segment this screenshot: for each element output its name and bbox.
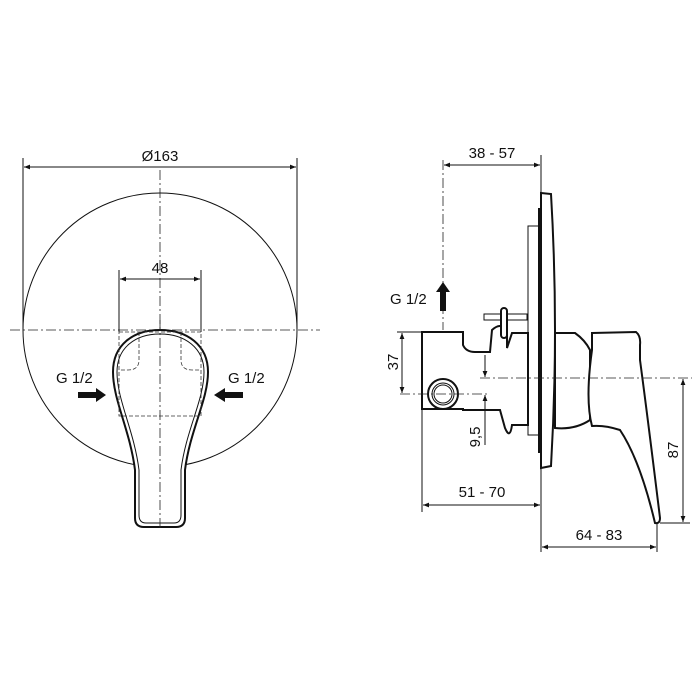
inlet-pipe-bore	[433, 384, 453, 404]
lever-profile	[587, 330, 662, 525]
diameter-label: Ø163	[142, 148, 179, 165]
depth-body-label: 51 - 70	[459, 484, 506, 501]
bolt-nut	[500, 307, 508, 339]
projection-label: 64 - 83	[576, 527, 623, 544]
escutcheon-body	[554, 332, 591, 430]
inlet-left-arrow-icon	[78, 388, 106, 402]
hidden-contour	[119, 332, 140, 371]
depth-top-label: 38 - 57	[469, 145, 516, 162]
outlet-arrow-icon	[436, 282, 450, 311]
outlet-label: G 1/2	[390, 291, 427, 308]
lever-handle	[111, 328, 210, 528]
cover-plate-profile	[540, 191, 556, 470]
inlet-right-label: G 1/2	[228, 370, 265, 387]
hidden-contour	[180, 332, 201, 371]
width-label: 48	[152, 260, 169, 277]
inlet-left-label: G 1/2	[56, 370, 93, 387]
front-view: Ø163 48 G 1/2 G 1/2	[10, 148, 320, 530]
side-view: 38 - 57 G 1/2 37 9,5 51 - 70 64 - 83 87	[385, 145, 692, 552]
height-37-label: 37	[385, 354, 402, 371]
inlet-right-arrow-icon	[214, 388, 243, 402]
lever-height-label: 87	[665, 442, 682, 459]
offset-label: 9,5	[467, 427, 484, 448]
